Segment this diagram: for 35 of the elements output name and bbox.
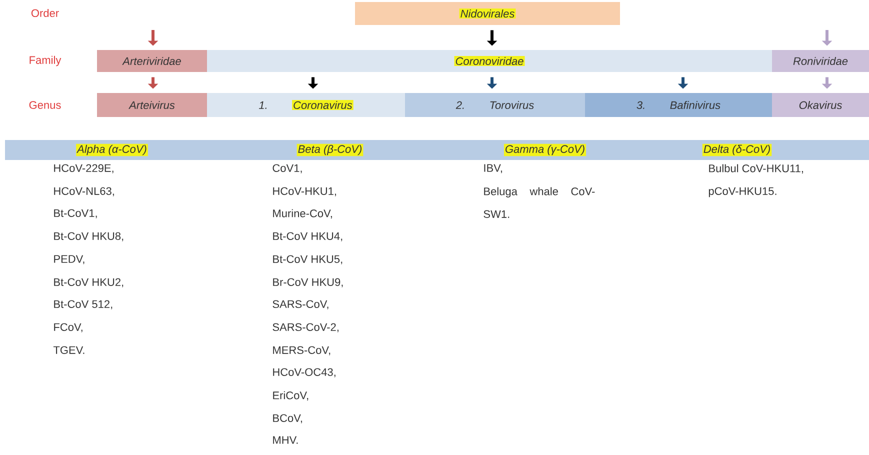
- species-name: HCoV-NL63,: [54, 187, 114, 196]
- genus-box: 1. Coronavirus: [207, 93, 405, 117]
- genus-box: 2. Torovirus: [405, 93, 585, 117]
- species-name: MHV.: [273, 436, 298, 444]
- species-name: PEDV,: [54, 255, 84, 264]
- species-name: SARS-CoV,: [272, 300, 328, 310]
- order-box: Nidovirales: [355, 2, 620, 25]
- species-name: BCoV,: [273, 414, 302, 424]
- genus-box: Okavirus: [772, 93, 869, 117]
- species-name: Beluga whale CoV- SW1.: [484, 187, 595, 218]
- genus-box: 3. Bafinivirus: [585, 93, 772, 117]
- species-name: HCoV-OC43,: [273, 368, 336, 378]
- species-name: Bt-CoV HKU4,: [273, 232, 342, 242]
- species-name: HCoV-HKU1,: [273, 187, 336, 196]
- species-name: Murine-CoV,: [273, 209, 332, 219]
- species-name: FCoV,: [54, 323, 82, 332]
- species-name: Bt-CoV 512,: [54, 300, 112, 310]
- species-name: Bt-CoV HKU2,: [54, 278, 124, 288]
- species-name: pCoV-HKU15.: [708, 187, 776, 198]
- species-name: EriCoV,: [273, 391, 308, 401]
- species-name: Bt-CoV HKU8,: [54, 232, 124, 242]
- genus-box: Arteivirus: [97, 93, 207, 117]
- species-name: Br-CoV HKU9,: [273, 278, 343, 288]
- rank-label: Genus: [29, 101, 61, 109]
- family-box: Roniviridae: [772, 50, 869, 72]
- species-name: SARS-CoV-2,: [272, 323, 338, 332]
- species-name: Bt-CoV1,: [54, 209, 97, 218]
- family-box: Arteriviridae: [97, 50, 207, 72]
- family-box: Coronoviridae: [207, 50, 772, 72]
- species-name: Bt-CoV HKU5,: [273, 255, 342, 264]
- species-name: MERS-CoV,: [273, 346, 330, 356]
- rank-label: Order: [31, 8, 59, 18]
- species-name: TGEV.: [53, 346, 84, 354]
- header-band: Alpha (α-CoV) Beta (β-CoV) Gamma (γ-CoV) Delta (δ-CoV): [5, 140, 869, 160]
- rank-label: Family: [30, 56, 62, 66]
